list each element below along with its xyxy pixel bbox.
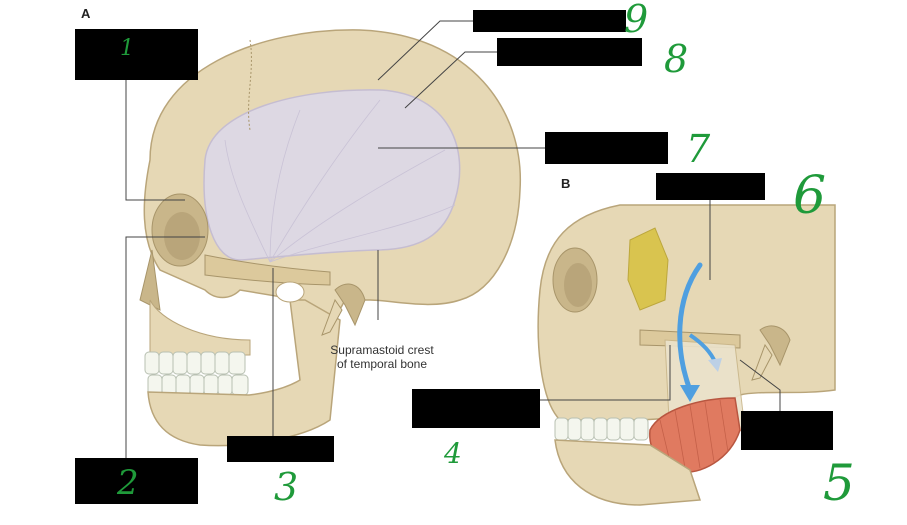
caption-line-2: of temporal bone [336,357,428,371]
handwritten-number-3: 3 [274,465,299,509]
label-box-6[interactable] [656,173,765,200]
handwritten-number-6: 6 [793,166,827,226]
zygomatic-arch [204,254,331,286]
supramastoid-crest-caption: Supramastoid crest of temporal bone [312,343,452,371]
label-box-9[interactable] [473,10,626,32]
movement-arrow [677,262,703,393]
handwritten-number-1: 1 [120,36,134,61]
label-box-8[interactable] [497,38,642,66]
label-box-4[interactable] [412,389,540,428]
yellow-region [627,227,669,311]
handwritten-number-2: 2 [117,463,139,503]
label-box-3[interactable] [227,436,334,462]
caption-line-1: Supramastoid crest [330,343,434,357]
lower-teeth [147,374,249,396]
handwritten-number-7: 7 [686,127,711,171]
label-box-1[interactable] [75,29,198,80]
panel-label-a: A [81,6,91,21]
upper-teeth [144,351,246,375]
skull-lateral-view-a [139,29,522,447]
maxilla [149,299,251,356]
leader-lines [125,20,781,458]
label-box-7[interactable] [545,132,668,164]
handwritten-number-9: 9 [624,0,649,41]
label-box-2[interactable] [75,458,198,504]
handwritten-number-8: 8 [664,37,689,81]
handwritten-number-4: 4 [444,437,462,470]
temporal-fossa [203,89,461,261]
label-box-5[interactable] [741,411,833,450]
skull-lateral-view-b [537,204,836,506]
handwritten-number-5: 5 [823,454,855,512]
panel-label-b: B [561,176,571,191]
